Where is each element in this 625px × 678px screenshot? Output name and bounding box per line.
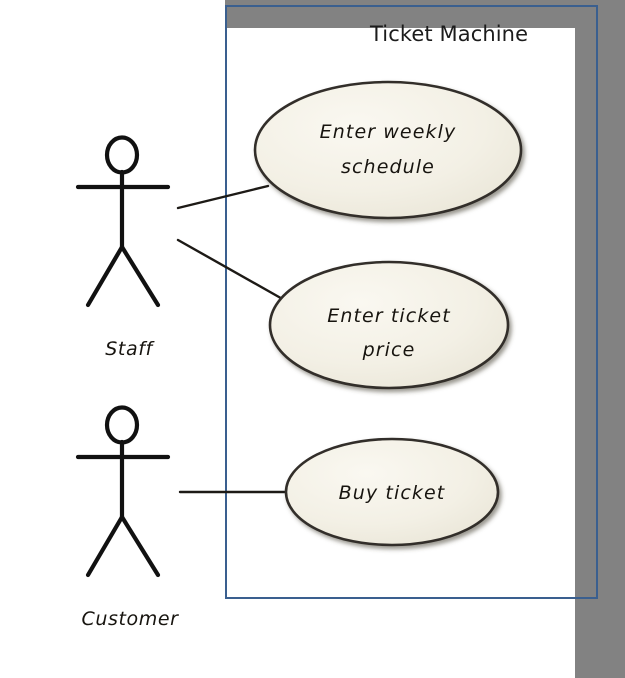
actor-leg-right: [119, 244, 161, 308]
actor-leg-left: [85, 244, 125, 308]
use-case-buy-ticket[interactable]: Buy ticket: [284, 437, 500, 547]
association-lines: [176, 184, 290, 494]
system-boundary-title: Ticket Machine: [370, 22, 529, 46]
system-boundary-box: [225, 5, 598, 599]
actor-head: [104, 405, 140, 445]
use-case-ellipse[interactable]: [284, 437, 500, 547]
actor-stick-figure-icon[interactable]: [75, 405, 171, 578]
association-staff-enter-weekly-schedule: [176, 184, 270, 210]
use-case-enter-ticket-price[interactable]: Enter ticket price: [268, 260, 510, 390]
actor-staff[interactable]: Staff: [75, 135, 171, 361]
use-case-ellipse[interactable]: [253, 80, 523, 220]
use-case-label-line1: Enter ticket: [327, 305, 451, 327]
page-surround-right: [575, 0, 625, 678]
actor-label: Staff: [105, 338, 155, 360]
use-case-label-line2: schedule: [341, 156, 435, 178]
actor-head: [104, 135, 140, 175]
association-staff-enter-ticket-price: [176, 238, 288, 303]
actor-customer[interactable]: Customer: [75, 405, 179, 631]
use-case-label-line1: Buy ticket: [339, 482, 446, 504]
actor-leg-right: [119, 514, 161, 578]
actor-stick-figure-icon[interactable]: [75, 135, 171, 308]
use-case-ellipse[interactable]: [268, 260, 510, 390]
use-case-label-line2: price: [362, 339, 416, 361]
actor-label: Customer: [81, 608, 179, 630]
use-case-label-line1: Enter weekly: [320, 121, 457, 143]
actor-leg-left: [85, 514, 125, 578]
use-case-enter-weekly-schedule[interactable]: Enter weekly schedule: [253, 80, 523, 220]
page-surround-top: [225, 0, 625, 28]
